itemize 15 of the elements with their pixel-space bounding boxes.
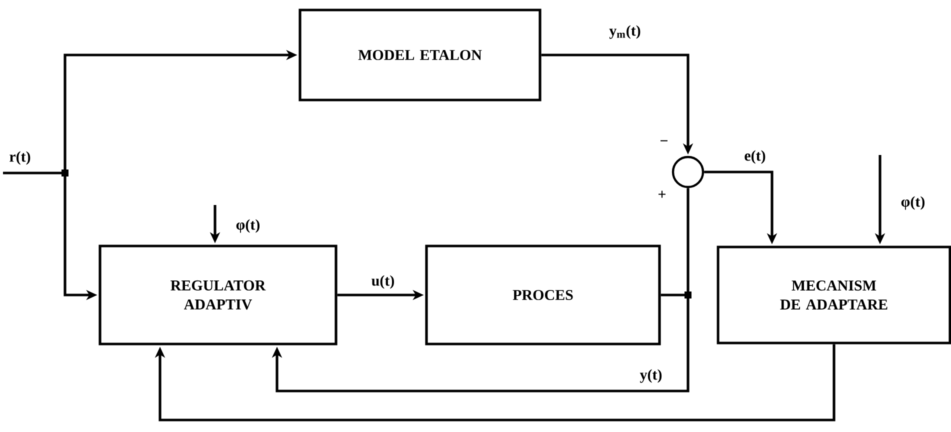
signal-label: φ(t) (900, 195, 926, 211)
signal-label: y(t) (638, 368, 664, 384)
sign-label: + (658, 190, 666, 198)
signal-label: r(t) (8, 150, 32, 166)
sign-label: − (660, 140, 668, 142)
process-box: MODEL ETALON (298, 8, 542, 102)
signal-label: y$_{m}$(t) (608, 24, 642, 40)
summing-junction (672, 156, 704, 188)
process-box: REGULATOR ADAPTIV (98, 244, 338, 346)
process-box: MECANISM DE ADAPTARE (716, 246, 951, 344)
process-box: PROCES (425, 244, 661, 346)
signal-label: u(t) (370, 274, 396, 290)
signal-label: e(t) (743, 149, 767, 165)
signal-label: φ(t) (234, 218, 262, 234)
arrow (154, 344, 836, 422)
